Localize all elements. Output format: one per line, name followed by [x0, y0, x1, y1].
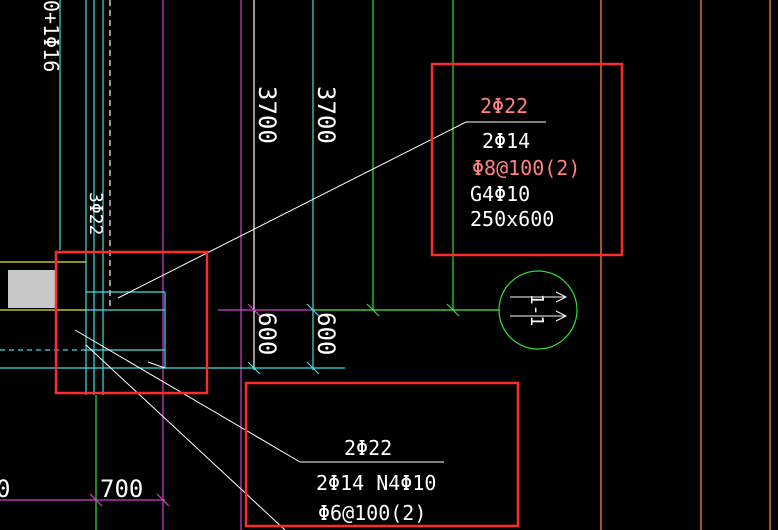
magenta-tick: [89, 493, 103, 507]
magenta-tick: [156, 493, 170, 507]
section-arrow-head: [555, 291, 568, 303]
leader-lines: [74, 121, 546, 530]
cyan-tick: [306, 303, 320, 317]
leader-line-diagonal: [85, 344, 286, 530]
dim-600-label-b: 600: [312, 312, 340, 355]
leader-line-short: [147, 361, 166, 369]
section-marker: 1-1: [498, 270, 578, 350]
green-tick: [366, 303, 380, 317]
dim-700-label: 700: [100, 475, 143, 503]
dim-3700-label-a: 3700: [253, 86, 281, 144]
dim-600-label-a: 600: [253, 312, 281, 355]
column-section: [8, 270, 56, 308]
callout-section: 250x600: [470, 207, 554, 231]
callout-stirrup: Φ8@100(2): [472, 156, 580, 180]
dim-3700-label-b: 3700: [312, 86, 340, 144]
highlight-box-top-callout: [430, 62, 624, 257]
callout-stirrup: Φ6@100(2): [318, 501, 426, 525]
green-tick: [446, 303, 460, 317]
section-marker-circle: [498, 270, 578, 350]
callout-top-bar: 2Φ22: [480, 94, 528, 118]
highlight-box-bottom-callout: [244, 381, 520, 528]
cyan-tick: [247, 361, 261, 375]
leader-line-top: [117, 121, 467, 299]
beam-lines: [0, 261, 500, 507]
dim-left-0-label: 0: [0, 475, 10, 503]
magenta-tick: [247, 303, 261, 317]
highlight-box-column-joint: [54, 250, 209, 395]
callout-top-bar: 2Φ22: [344, 436, 392, 460]
callout-bottom-bar: 2Φ14 N4Φ10: [316, 471, 436, 495]
callout-side-bar: G4Φ10: [470, 182, 530, 206]
top-left-rebar-label: 0+1Φ16: [39, 0, 63, 72]
vertical-3c22-label: 3Φ22: [85, 192, 106, 235]
leader-line-bottom: [74, 329, 301, 463]
grid-lines: [59, 0, 771, 530]
highlight-boxes: [54, 62, 624, 528]
section-arrow-head: [555, 310, 568, 322]
beam-callout-bottom: 2Φ22 2Φ14 N4Φ10 Φ6@100(2): [316, 436, 436, 525]
section-marker-label: 1-1: [526, 294, 547, 327]
cyan-tick: [306, 361, 320, 375]
beam-callout-top: 2Φ22 2Φ14 Φ8@100(2) G4Φ10 250x600: [470, 94, 580, 231]
callout-bottom-bar: 2Φ14: [482, 129, 530, 153]
